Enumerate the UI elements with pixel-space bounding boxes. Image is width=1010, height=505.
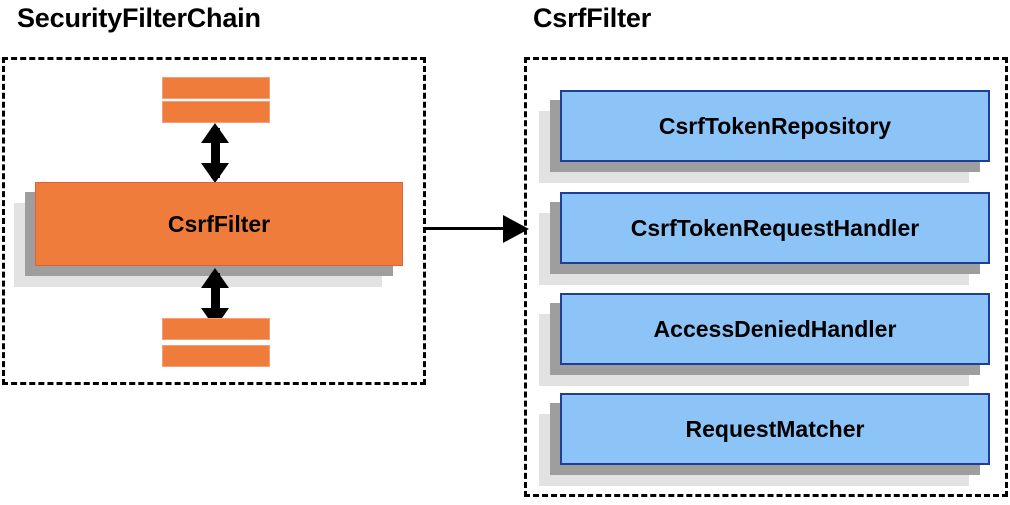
arrow-top-head-down: [201, 163, 229, 183]
collaborator-request-matcher[interactable]: RequestMatcher: [539, 393, 990, 486]
collaborator-label: CsrfTokenRepository: [560, 90, 990, 162]
arrow-top-head-up: [201, 123, 229, 143]
collaborator-access-denied-handler[interactable]: AccessDeniedHandler: [539, 293, 990, 386]
csrf-filter-node[interactable]: CsrfFilter: [14, 182, 403, 287]
csrf-filter-node-label: CsrfFilter: [35, 182, 403, 266]
arrow-bottom-head-up: [201, 268, 229, 288]
arrow-top-shaft: [211, 128, 220, 178]
connector-arrow-shaft: [424, 227, 504, 230]
filter-bar-top-2: [162, 101, 270, 123]
security-filter-chain-title: SecurityFilterChain: [17, 3, 261, 33]
collaborator-csrf-token-request-handler[interactable]: CsrfTokenRequestHandler: [539, 192, 990, 285]
collaborator-label: AccessDeniedHandler: [560, 293, 990, 365]
filter-bar-bottom-2: [162, 345, 270, 367]
collaborator-label: CsrfTokenRequestHandler: [560, 192, 990, 264]
arrow-bottom-shaft: [211, 273, 220, 323]
filter-bar-top-1: [162, 77, 270, 99]
csrf-filter-title: CsrfFilter: [533, 3, 652, 33]
collaborator-csrf-token-repository[interactable]: CsrfTokenRepository: [539, 90, 990, 183]
collaborator-label: RequestMatcher: [560, 393, 990, 465]
csrf-filter-panel: [524, 57, 1008, 497]
security-filter-chain-panel: [2, 57, 426, 385]
filter-bar-bottom-1: [162, 318, 270, 340]
